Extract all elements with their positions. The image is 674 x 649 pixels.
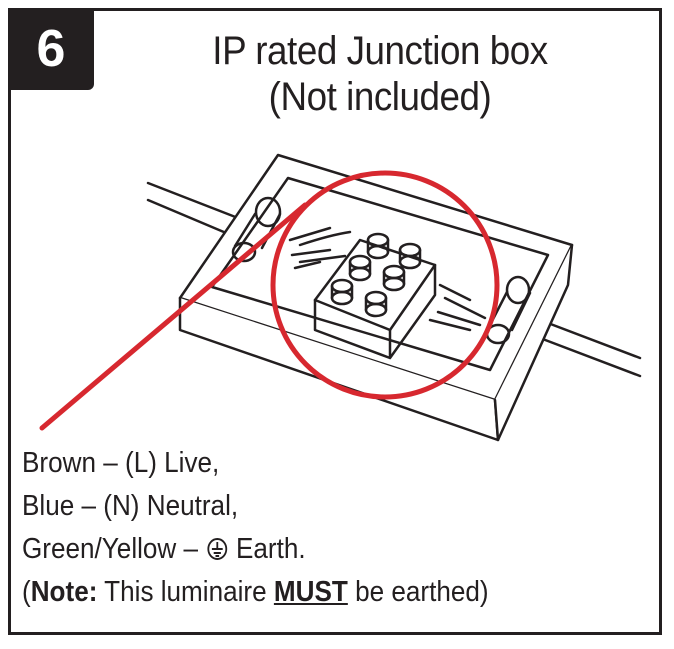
earth-ground-icon — [207, 538, 227, 560]
terminal-screws — [330, 232, 422, 318]
note-green-suffix: Earth. — [235, 533, 306, 565]
right-cable — [538, 318, 642, 378]
left-cable — [146, 181, 240, 240]
note-green-prefix: Green/Yellow – — [22, 533, 199, 565]
instruction-panel-border — [8, 8, 662, 635]
step-number-badge: 6 — [8, 8, 94, 90]
note-open-paren: ( — [22, 576, 31, 608]
note-must: MUST — [273, 576, 348, 608]
junction-box-side-wall — [493, 243, 574, 442]
step-number: 6 — [36, 20, 66, 78]
note-green-yellow-earth: Green/Yellow – Earth. — [22, 528, 489, 571]
title-line-2: (Not included) — [268, 75, 492, 119]
note-blue-neutral: Blue – (N) Neutral, — [22, 490, 239, 522]
note-label: Note: — [30, 576, 98, 608]
note-end: be earthed) — [347, 576, 489, 608]
junction-box-inner — [210, 176, 550, 372]
pointer-line — [39, 202, 308, 431]
title-line-1: IP rated Junction box — [212, 29, 548, 73]
note-text: This luminaire — [97, 576, 274, 608]
highlight-circle — [270, 170, 500, 400]
page-title: IP rated Junction box (Not included) — [168, 28, 591, 120]
note-earthing-warning: (Note: This luminaire MUST be earthed) — [22, 571, 489, 614]
note-brown-live: Brown – (L) Live, — [22, 447, 220, 479]
wiring-notes: Brown – (L) Live, Blue – (N) Neutral, Gr… — [22, 442, 489, 614]
